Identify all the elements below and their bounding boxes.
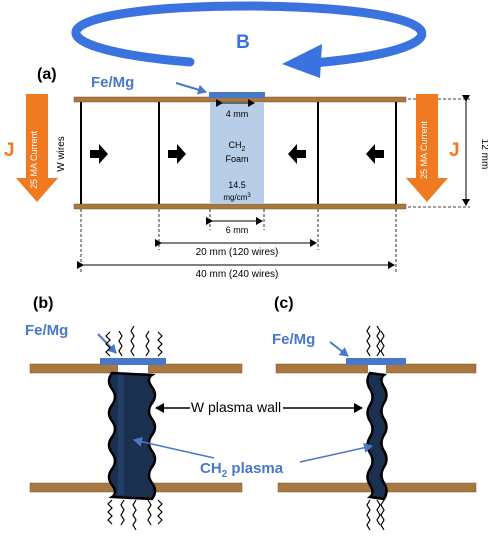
target-label-c: Fe/Mg xyxy=(272,331,315,348)
current-symbol-right: J xyxy=(449,140,460,161)
target-pointer-a xyxy=(175,82,207,95)
ch2-pointer-b xyxy=(133,436,215,459)
ch2-plasma-label: CH2 plasma xyxy=(200,460,284,480)
plasma-column-c xyxy=(366,371,388,501)
current-label-left: 25 MA Current xyxy=(29,130,39,189)
current-symbol-left: J xyxy=(4,140,15,161)
target-plate-a xyxy=(209,92,265,98)
plasma-highlight-b xyxy=(118,375,124,495)
radiation-emission-b-bottom xyxy=(107,499,163,531)
field-arrowhead xyxy=(282,44,322,78)
target-label-a: Fe/Mg xyxy=(91,74,134,91)
implosion-arrow-4 xyxy=(366,144,384,164)
current-label-right: 25 MA Current xyxy=(419,120,429,179)
dim-inner-span: 20 mm (120 wires) xyxy=(196,247,279,258)
dim-bottom-gap: 6 mm xyxy=(226,225,249,235)
radiation-emission-c-bottom xyxy=(366,499,385,531)
radiation-emission-b-top xyxy=(105,325,163,357)
panel-label-c: (c) xyxy=(274,295,294,312)
ch2-foam-cylinder xyxy=(210,102,264,204)
wires-label: W wires xyxy=(56,136,67,172)
implosion-arrow-2 xyxy=(168,144,186,164)
dim-height: 12 mm xyxy=(479,139,488,170)
foam-label-line2: Foam xyxy=(225,154,248,164)
panel-label-b: (b) xyxy=(33,295,53,312)
foam-label-line1: CH2 xyxy=(229,140,246,153)
target-plate-b xyxy=(100,358,166,365)
bottom-electrode-a xyxy=(73,203,407,210)
foam-density-value: 14.5 xyxy=(228,180,246,190)
gap-top-c xyxy=(368,365,386,373)
target-pointer-c xyxy=(329,341,349,357)
ch2-pointer-c xyxy=(299,442,373,463)
target-label-b: Fe/Mg xyxy=(25,322,68,339)
magnetic-field-loop xyxy=(71,1,427,78)
gap-top-b xyxy=(118,365,148,373)
panel-label-a: (a) xyxy=(37,66,57,83)
dim-top-gap: 4 mm xyxy=(226,109,249,119)
field-label-b: B xyxy=(236,32,250,53)
radiation-emission-c-top xyxy=(366,325,385,357)
implosion-arrow-3 xyxy=(288,144,306,164)
current-arrow-left: 25 MA Current xyxy=(16,94,58,202)
plasma-wall-label: W plasma wall xyxy=(191,399,281,415)
target-plate-c xyxy=(346,358,406,365)
foam-density-unit: mg/cm3 xyxy=(223,193,251,202)
plasma-column-b xyxy=(107,371,157,501)
current-arrow-right: 25 MA Current xyxy=(406,94,448,202)
dim-outer-span: 40 mm (240 wires) xyxy=(196,269,279,280)
implosion-arrow-1 xyxy=(90,144,108,164)
